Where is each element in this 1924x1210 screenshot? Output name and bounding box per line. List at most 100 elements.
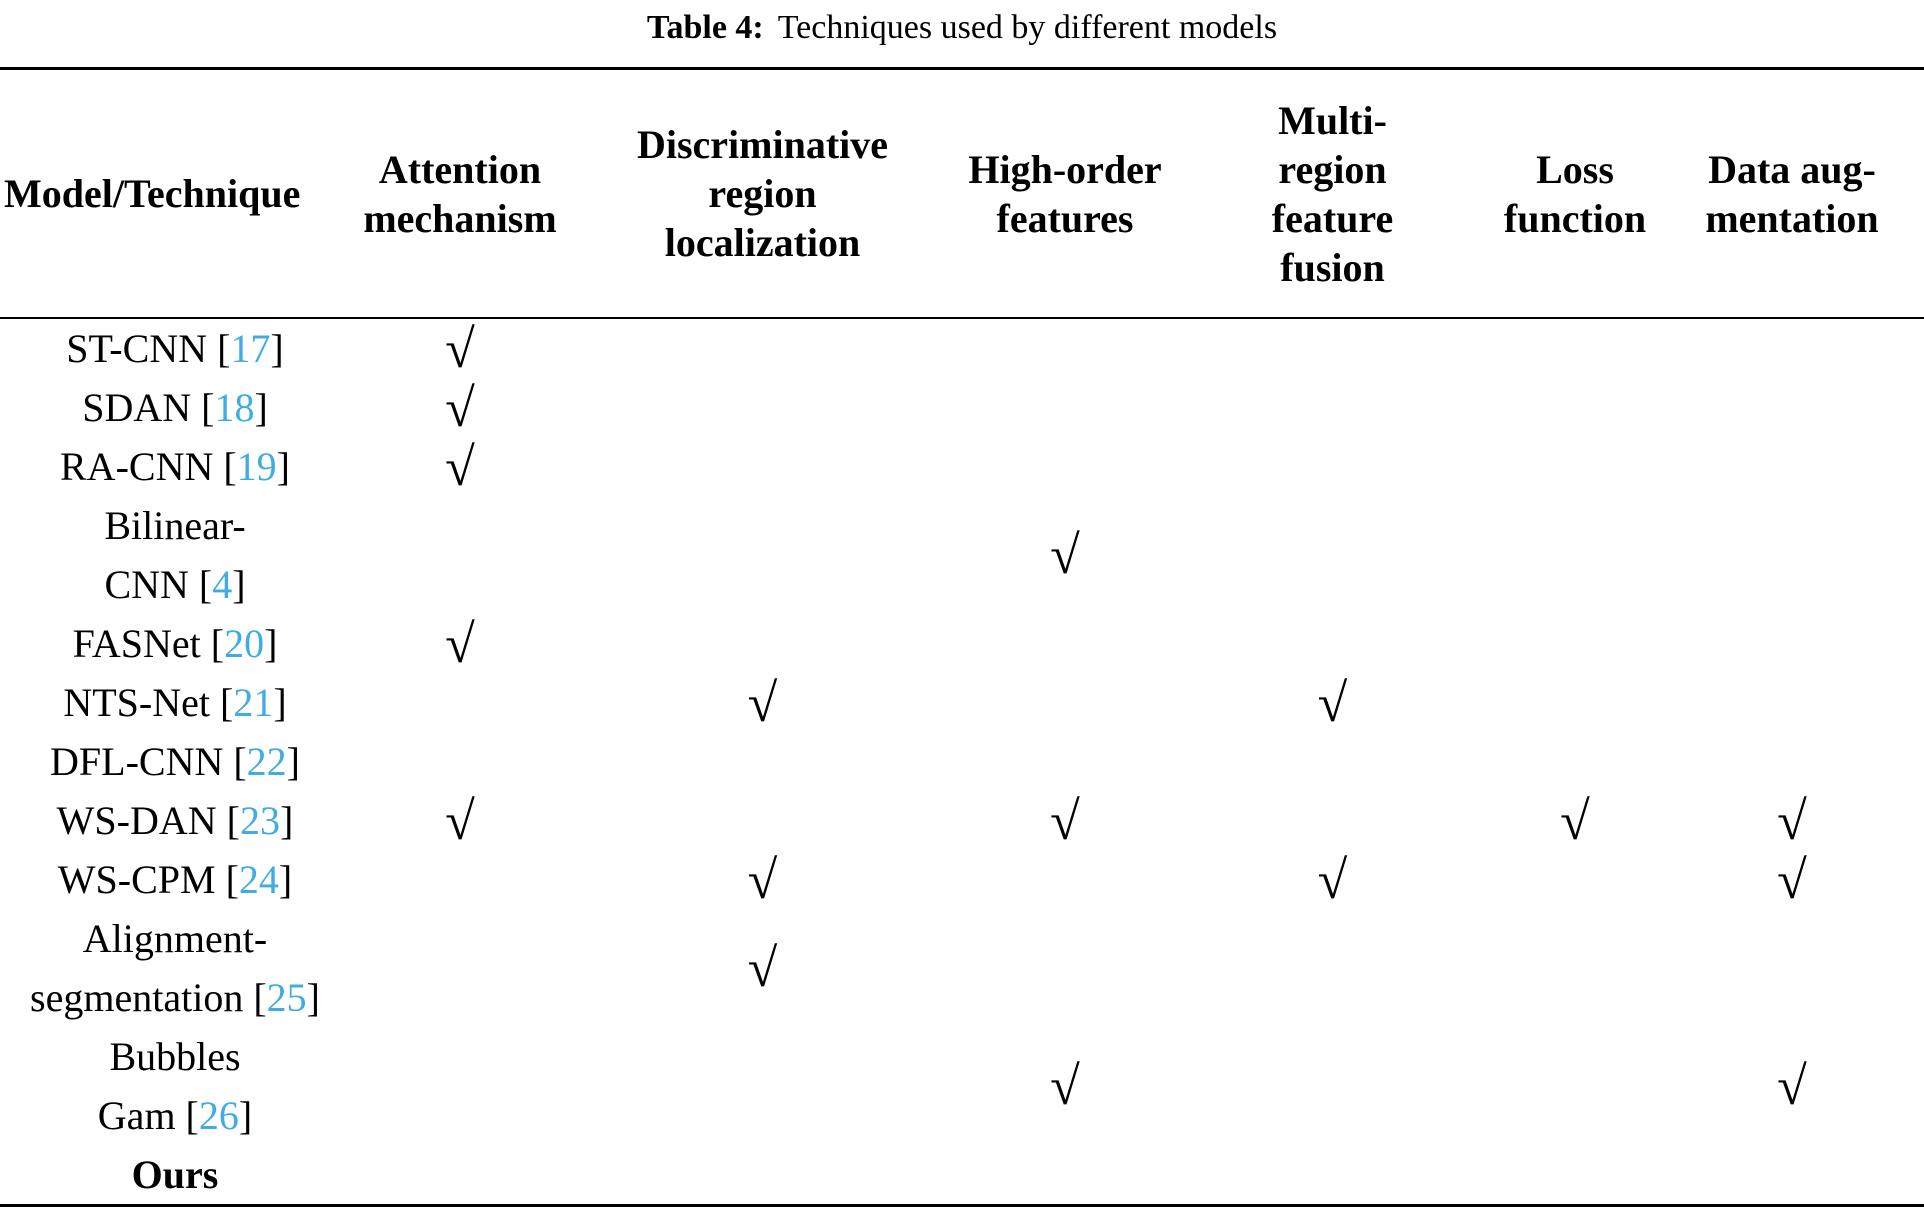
citation-link[interactable]: 22 <box>246 739 287 784</box>
model-name-text: WS-CPM [ <box>57 857 239 902</box>
model-name-line1: Bilinear- <box>104 503 246 548</box>
check-data-augmentation: √ <box>1777 790 1807 851</box>
check-attention-mechanism: √ <box>445 377 475 438</box>
table-row-nts-net: NTS-Net [21] √ √ <box>0 673 1924 732</box>
bracket-close: ] <box>286 739 300 784</box>
check-data-augmentation <box>1660 437 1924 496</box>
check-loss-function <box>1490 319 1660 378</box>
model-name-text: Ours <box>131 1152 219 1197</box>
table-row-alignment-segmentation: Alignment- segmentation [25] √ <box>0 909 1924 1027</box>
model-name-text: WS-DAN [ <box>56 798 240 843</box>
model-name: Gam [26] <box>98 1086 252 1145</box>
citation-link[interactable]: 26 <box>198 1093 239 1138</box>
check-attention-mechanism <box>350 1145 570 1204</box>
check-high-order-features <box>955 614 1175 673</box>
check-loss-function <box>1490 1027 1660 1145</box>
model-name: WS-CPM [24] <box>58 850 292 909</box>
model-name: CNN [4] <box>104 555 245 614</box>
citation-link[interactable]: 25 <box>266 975 307 1020</box>
header-rule <box>0 317 1924 319</box>
check-multi-region-feature-fusion <box>1175 909 1490 1027</box>
model-name-line1: Bubbles <box>109 1034 241 1079</box>
check-multi-region-feature-fusion <box>1175 378 1490 437</box>
column-header-multi-region-feature-fusion: Multi- region feature fusion <box>1271 97 1394 290</box>
check-attention-mechanism <box>350 909 570 1027</box>
check-discriminative-region-localization <box>570 1145 955 1204</box>
check-data-augmentation <box>1660 732 1924 791</box>
check-high-order-features: √ <box>1050 525 1080 585</box>
check-high-order-features: √ <box>1050 790 1080 851</box>
table-row-ws-cpm: WS-CPM [24] √ √ √ <box>0 850 1924 909</box>
bracket-close: ] <box>270 326 284 371</box>
check-discriminative-region-localization: √ <box>747 938 778 998</box>
check-data-augmentation <box>1660 614 1924 673</box>
check-data-augmentation <box>1660 909 1924 1027</box>
check-attention-mechanism: √ <box>445 436 475 497</box>
check-attention-mechanism: √ <box>445 790 475 851</box>
citation-link[interactable]: 4 <box>212 562 233 607</box>
model-cell: RA-CNN [19] <box>0 437 350 496</box>
check-data-augmentation <box>1660 1145 1924 1204</box>
model-cell: DFL-CNN [22] <box>0 732 350 791</box>
table-row-fasnet: FASNet [20] √ <box>0 614 1924 673</box>
model-cell: Bilinear- CNN [4] <box>0 496 350 614</box>
check-discriminative-region-localization <box>570 496 955 614</box>
check-attention-mechanism <box>350 1027 570 1145</box>
citation-link[interactable]: 19 <box>236 444 277 489</box>
table-row-sdan: SDAN [18] √ <box>0 378 1924 437</box>
bracket-close: ] <box>238 1093 253 1138</box>
check-data-augmentation <box>1660 378 1924 437</box>
check-discriminative-region-localization <box>570 1027 955 1145</box>
model-name-text: ST-CNN [ <box>66 326 231 371</box>
model-cell: FASNet [20] <box>0 614 350 673</box>
column-header-data-augmentation: Data aug- mentation <box>1705 146 1879 241</box>
column-header-model-technique: Model/Technique <box>4 171 301 216</box>
table-row-ws-dan: WS-DAN [23] √ √ √ √ <box>0 791 1924 850</box>
check-discriminative-region-localization <box>570 791 955 850</box>
model-name-text: CNN [ <box>104 562 213 607</box>
bracket-close: ] <box>279 798 294 843</box>
model-name-text: FASNet [ <box>72 621 225 666</box>
check-high-order-features <box>955 1145 1175 1204</box>
check-data-augmentation <box>1660 496 1924 614</box>
citation-link[interactable]: 18 <box>214 385 255 430</box>
check-loss-function <box>1490 378 1660 437</box>
table-header-row: Model/Technique Attention mechanism Disc… <box>0 70 1924 317</box>
model-name: segmentation [25] <box>30 968 320 1027</box>
citation-link[interactable]: 24 <box>238 857 279 902</box>
check-data-augmentation: √ <box>1777 849 1807 910</box>
bracket-close: ] <box>278 857 293 902</box>
bottom-rule <box>0 1204 1924 1207</box>
model-name: Ours <box>132 1145 219 1204</box>
table-row-ours: Ours <box>0 1145 1924 1204</box>
column-header-discriminative-region-localization: Discriminative region localization <box>636 122 889 265</box>
check-discriminative-region-localization: √ <box>747 672 778 733</box>
table-caption-text: Techniques used by different models <box>777 9 1278 46</box>
check-discriminative-region-localization <box>570 614 955 673</box>
column-header-loss-function: Loss function <box>1503 146 1647 241</box>
check-discriminative-region-localization <box>570 378 955 437</box>
table-row-dfl-cnn: DFL-CNN [22] <box>0 732 1924 791</box>
check-high-order-features <box>955 378 1175 437</box>
check-high-order-features <box>955 319 1175 378</box>
citation-link[interactable]: 20 <box>224 621 265 666</box>
table-caption-label: Table 4: <box>646 9 764 46</box>
check-high-order-features <box>955 732 1175 791</box>
check-high-order-features: √ <box>1050 1056 1080 1116</box>
model-name: NTS-Net [21] <box>63 673 286 732</box>
model-cell: Bubbles Gam [26] <box>0 1027 350 1145</box>
check-multi-region-feature-fusion: √ <box>1317 672 1348 733</box>
model-name-text: NTS-Net [ <box>63 680 234 725</box>
model-name: DFL-CNN [22] <box>50 732 300 791</box>
model-name-text: segmentation [ <box>30 975 267 1020</box>
citation-link[interactable]: 23 <box>239 798 280 843</box>
table-caption: Table 4: Techniques used by different mo… <box>0 0 1924 67</box>
citation-link[interactable]: 21 <box>233 680 274 725</box>
citation-link[interactable]: 17 <box>230 326 271 371</box>
bracket-close: ] <box>276 444 290 489</box>
check-attention-mechanism <box>350 496 570 614</box>
check-data-augmentation <box>1660 673 1924 732</box>
model-name: RA-CNN [19] <box>60 437 290 496</box>
model-cell: Ours <box>0 1145 350 1204</box>
